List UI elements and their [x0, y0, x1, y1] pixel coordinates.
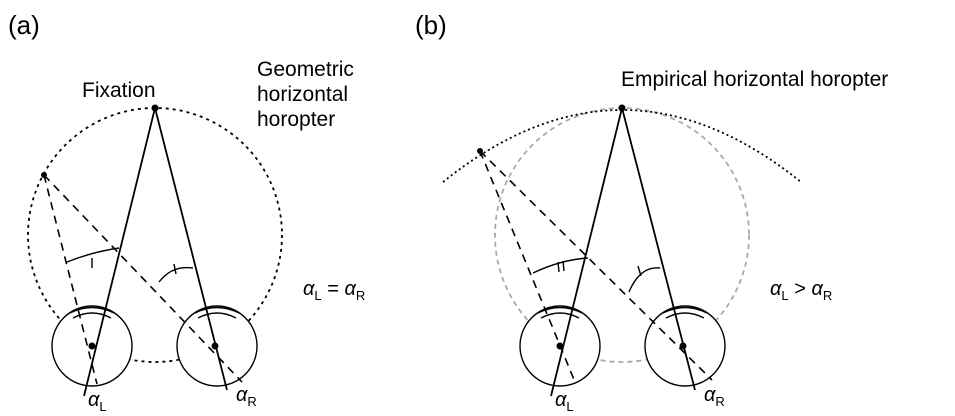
- geometric-horopter-line2: horizontal: [257, 83, 348, 106]
- equation-b: αL > αR: [770, 278, 832, 303]
- panel-b: (b) Empirical horizontal horopter: [415, 10, 888, 414]
- alpha-left-label-a: αL: [88, 389, 107, 414]
- second-point-a: [41, 172, 47, 178]
- empirical-horopter-label: Empirical horizontal horopter: [621, 68, 888, 91]
- geometric-horopter-line1: Geometric: [257, 58, 354, 81]
- alpha-right-label-a: αR: [236, 384, 257, 409]
- right-eye-b: [644, 305, 726, 387]
- fixation-label: Fixation: [82, 79, 156, 102]
- right-dashed-line-a: [43, 174, 243, 383]
- right-visual-axis-b: [621, 107, 696, 391]
- left-dashed-line-a: [43, 174, 98, 385]
- second-point-b: [477, 148, 483, 154]
- left-angle-arc-b: [532, 257, 589, 274]
- fixation-point-a: [151, 104, 159, 112]
- equation-a: αL = αR: [303, 278, 365, 303]
- right-visual-axis-a: [154, 107, 228, 391]
- left-angle-tick-b-2: [562, 260, 565, 272]
- right-angle-tick-b: [637, 265, 642, 277]
- left-visual-axis-b: [550, 107, 623, 397]
- right-dashed-line-b: [479, 150, 713, 381]
- left-angle-tick-b-1: [557, 261, 560, 273]
- empirical-horopter-arc: [442, 109, 802, 183]
- geometric-horopter-line3: horopter: [257, 108, 335, 131]
- panel-b-label: (b): [415, 10, 447, 40]
- left-visual-axis-a: [83, 107, 156, 397]
- panel-a-label: (a): [8, 10, 40, 40]
- right-angle-arc-a: [158, 266, 194, 283]
- fixation-point-b: [618, 104, 626, 112]
- right-eye-a: [176, 305, 258, 387]
- alpha-right-label-b: αR: [704, 384, 725, 409]
- panel-a: (a) Fixation Geometric horizontal horopt…: [8, 10, 365, 414]
- alpha-left-label-b: αL: [555, 389, 574, 414]
- left-angle-arc-a: [66, 247, 120, 263]
- right-angle-tick-a: [173, 263, 177, 275]
- geometric-horopter-circle: [27, 107, 283, 363]
- right-angle-arc-b: [628, 267, 661, 293]
- left-eye-a: [51, 305, 133, 387]
